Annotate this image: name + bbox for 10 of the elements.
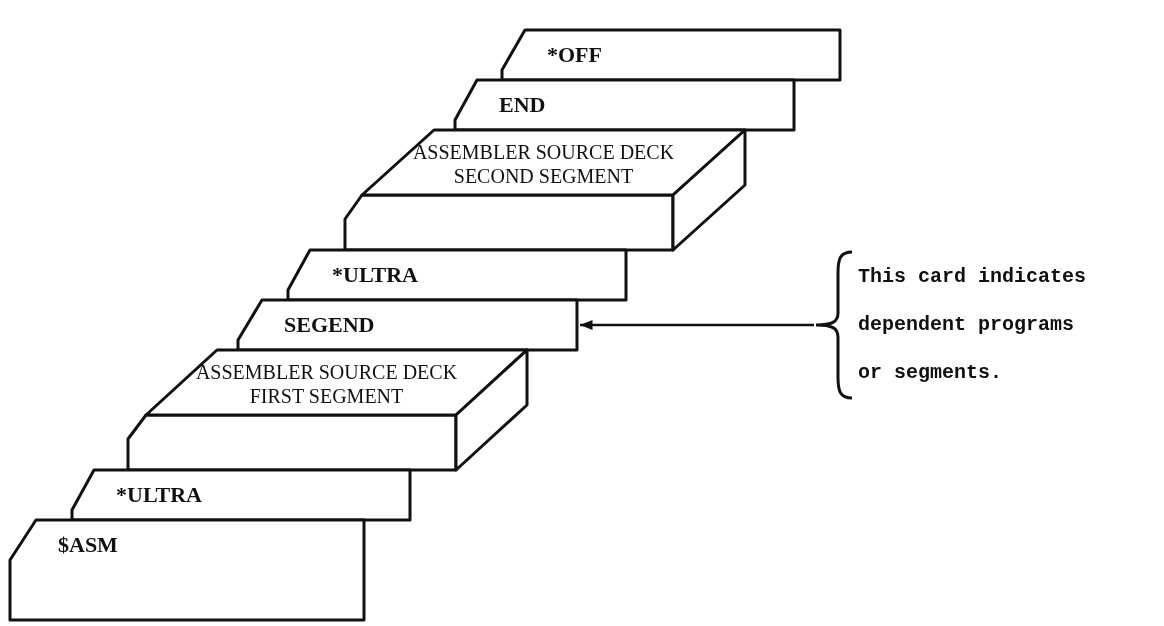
- annotation-text: This card indicates dependent programs or segments.: [858, 264, 1088, 386]
- card-label: ASSEMBLER SOURCE DECK FIRST SEGMENT: [194, 360, 459, 408]
- arrow: [580, 320, 814, 330]
- card-label: SEGEND: [284, 312, 375, 338]
- card-label: END: [499, 92, 546, 118]
- card-label: *ULTRA: [116, 482, 202, 508]
- card-label: ASSEMBLER SOURCE DECK SECOND SEGMENT: [411, 140, 676, 188]
- card-label: *ULTRA: [332, 262, 418, 288]
- card-label: *OFF: [547, 42, 602, 68]
- card-label: $ASM: [58, 532, 118, 558]
